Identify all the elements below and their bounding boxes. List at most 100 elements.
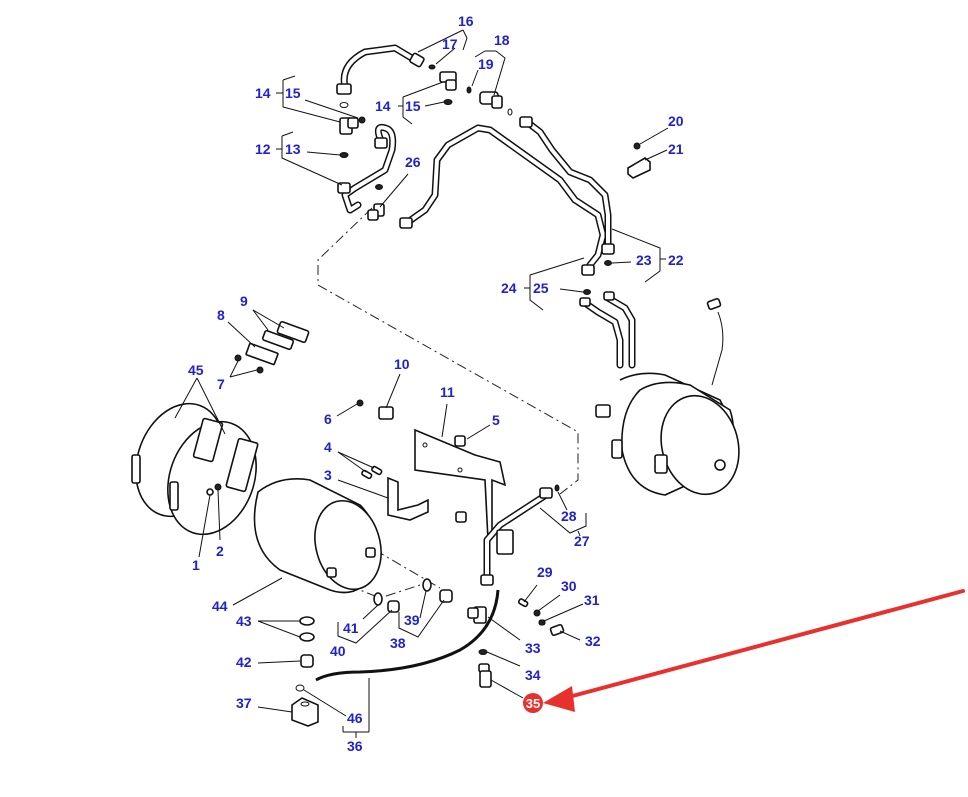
label-7[interactable]: 7: [217, 376, 225, 392]
highlight-arrow: [543, 589, 965, 712]
label-33[interactable]: 33: [525, 640, 541, 656]
pipe-22: [519, 116, 615, 255]
nut-6: [356, 399, 364, 407]
nut-7b: [256, 366, 264, 374]
tee-fitting-18: [479, 91, 503, 109]
label-18[interactable]: 18: [494, 32, 510, 48]
o-ring-13: [339, 152, 349, 158]
label-9[interactable]: 9: [240, 293, 248, 309]
drain-plug-42: [300, 654, 314, 668]
label-6[interactable]: 6: [324, 411, 332, 427]
label-34[interactable]: 34: [525, 667, 541, 683]
o-ring-43a: [299, 616, 315, 626]
cable-36: [315, 589, 500, 682]
label-17[interactable]: 17: [442, 36, 458, 52]
clip-9: [261, 320, 310, 351]
label-2[interactable]: 2: [216, 543, 224, 559]
label-11[interactable]: 11: [440, 384, 455, 400]
elbow-fitting-26: [367, 203, 385, 221]
installed-air-tank: [579, 291, 740, 496]
label-30[interactable]: 30: [561, 578, 577, 594]
pipe-24: [399, 124, 607, 276]
bracket-11: [414, 428, 507, 543]
tank-straps-45: [131, 402, 259, 536]
label-32[interactable]: 32: [585, 633, 601, 649]
label-22[interactable]: 22: [668, 252, 684, 268]
o-ring-23: [604, 260, 612, 266]
label-14a[interactable]: 14: [255, 85, 271, 101]
part-labels: 16 17 18 19 14 15 14 15 12 13 26 20 21 2…: [188, 13, 684, 754]
o-ring-41: [373, 592, 383, 606]
screw-31: [538, 619, 546, 626]
o-ring-43b: [299, 632, 315, 642]
pipe-16: [336, 44, 425, 95]
o-ring-28: [554, 484, 560, 492]
label-29[interactable]: 29: [537, 564, 553, 580]
pressure-switch-35: [478, 663, 492, 688]
label-24[interactable]: 24: [501, 280, 517, 296]
label-36[interactable]: 36: [347, 738, 363, 754]
label-23[interactable]: 23: [636, 252, 652, 268]
label-38[interactable]: 38: [390, 635, 406, 651]
screw-29: [517, 598, 529, 608]
label-45[interactable]: 45: [188, 362, 204, 378]
label-25[interactable]: 25: [533, 280, 549, 296]
o-ring-17: [428, 64, 436, 70]
label-1[interactable]: 1: [192, 557, 200, 573]
o-ring-34: [478, 649, 488, 655]
label-28[interactable]: 28: [561, 508, 577, 524]
label-13[interactable]: 13: [285, 141, 301, 157]
plate-8: [245, 342, 279, 366]
clamp-10: [378, 406, 394, 420]
elbow-33: [467, 606, 487, 624]
label-12[interactable]: 12: [255, 141, 271, 157]
clip-32: [549, 623, 565, 637]
bolts-4: [361, 465, 383, 480]
leader-lines: [174, 29, 669, 738]
tee-fitting-14b: [439, 71, 457, 91]
nut: [455, 511, 467, 523]
label-27[interactable]: 27: [574, 533, 590, 549]
label-46[interactable]: 46: [347, 710, 363, 726]
label-26[interactable]: 26: [405, 154, 421, 170]
label-44[interactable]: 44: [212, 598, 228, 614]
label-41[interactable]: 41: [343, 620, 359, 636]
fitting-38: [439, 589, 453, 603]
o-ring: [507, 108, 513, 116]
label-5[interactable]: 5: [492, 412, 500, 428]
o-ring-39: [422, 578, 432, 592]
o-ring-15a: [358, 116, 366, 124]
label-37[interactable]: 37: [236, 695, 252, 711]
label-14b[interactable]: 14: [375, 98, 391, 114]
label-39[interactable]: 39: [404, 612, 420, 628]
pipe-27: [480, 487, 553, 586]
o-ring-15b: [443, 99, 453, 105]
label-15a[interactable]: 15: [285, 85, 301, 101]
nut-7a: [234, 354, 242, 362]
label-19[interactable]: 19: [478, 56, 494, 72]
label-42[interactable]: 42: [236, 654, 252, 670]
o-ring: [339, 102, 349, 108]
label-31[interactable]: 31: [584, 592, 600, 608]
highlight-badge-35[interactable]: 35: [523, 693, 543, 713]
label-16[interactable]: 16: [458, 13, 474, 29]
elbow-fitting-14a: [339, 117, 359, 135]
air-tank-44: [253, 478, 382, 594]
label-8[interactable]: 8: [217, 307, 225, 323]
label-21[interactable]: 21: [668, 141, 684, 157]
fitting-40: [387, 600, 400, 613]
label-10[interactable]: 10: [394, 356, 410, 372]
label-3[interactable]: 3: [324, 467, 332, 483]
clip-46: [295, 684, 305, 692]
label-15b[interactable]: 15: [405, 98, 421, 114]
highlighted-part-label: 35: [526, 696, 540, 711]
nut-5: [454, 435, 466, 447]
bracket-3: [387, 476, 429, 521]
label-20[interactable]: 20: [668, 113, 684, 129]
label-4[interactable]: 4: [324, 439, 332, 455]
o-ring-19: [466, 86, 472, 94]
washer-30: [533, 609, 541, 617]
label-40[interactable]: 40: [330, 643, 346, 659]
label-43[interactable]: 43: [236, 613, 252, 629]
